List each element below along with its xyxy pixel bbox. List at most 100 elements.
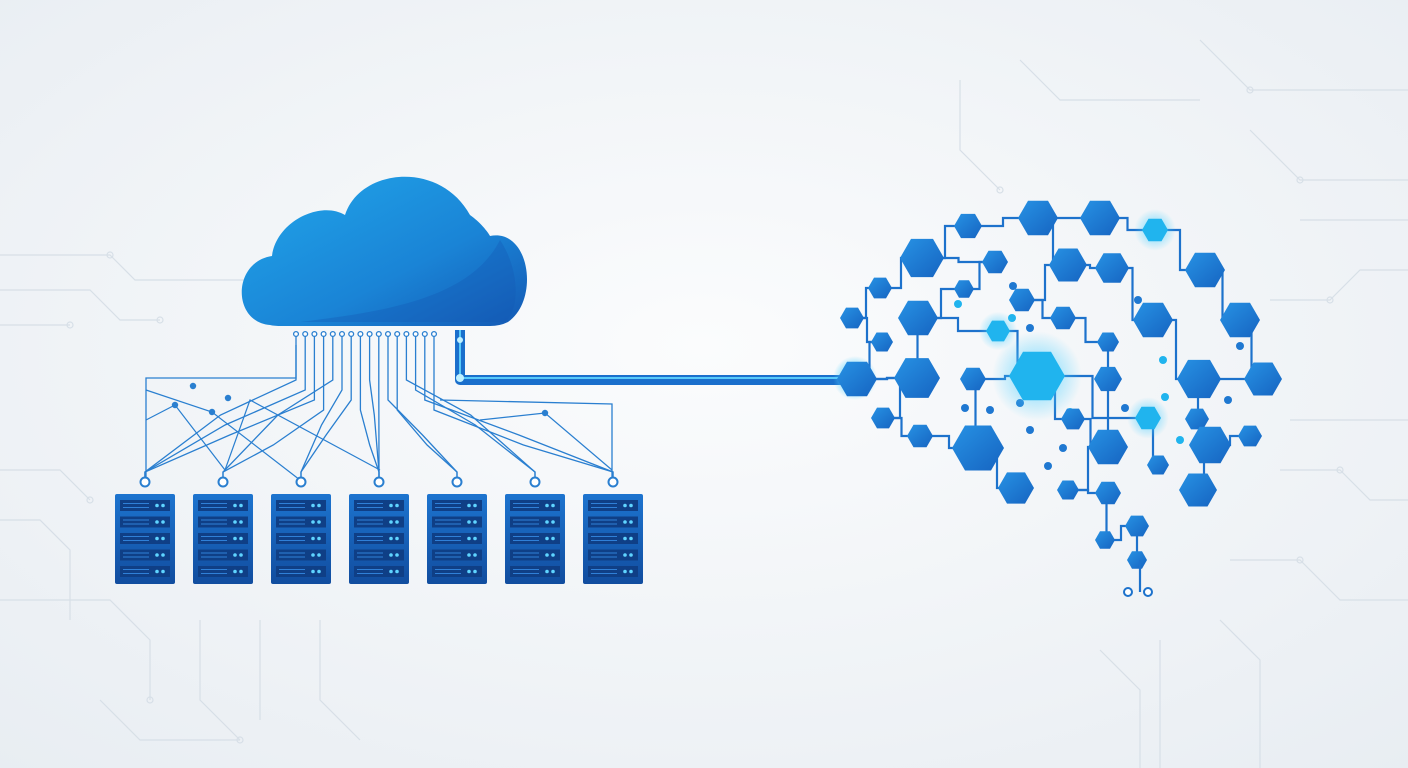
server-led <box>317 536 321 541</box>
neuron-hexagon <box>1049 248 1087 282</box>
neuron-dot <box>1026 426 1034 434</box>
server-led <box>233 520 237 524</box>
circuit-trace <box>145 399 381 472</box>
server-led <box>239 503 243 508</box>
server-led <box>311 536 315 541</box>
server-led <box>155 520 159 524</box>
neuron-hexagon <box>1097 332 1119 352</box>
server-led <box>545 569 549 574</box>
data-link-node <box>457 337 463 343</box>
trace-pin <box>320 330 327 338</box>
server-connector <box>607 476 619 488</box>
server-led <box>473 536 477 541</box>
hexagon-shape <box>1177 359 1221 399</box>
trace-pin <box>394 330 401 338</box>
hexagon-shape <box>1179 473 1217 507</box>
server-led <box>311 553 315 557</box>
server-slot <box>198 500 248 511</box>
server-slot <box>198 566 248 577</box>
server-led <box>317 503 321 508</box>
server-connector <box>295 476 307 488</box>
neuron-hexagon <box>1134 209 1176 251</box>
background-trace <box>0 289 160 321</box>
background-trace-node <box>1296 176 1304 184</box>
server-led <box>629 569 633 574</box>
neuron-hexagon <box>1238 425 1262 447</box>
server-led <box>545 553 549 557</box>
server-slot <box>276 500 326 511</box>
trace-pin <box>384 330 392 338</box>
background-trace-node <box>1246 86 1254 94</box>
neuron-hexagon <box>871 407 895 429</box>
data-link-node <box>456 374 464 382</box>
neuron-hexagon <box>871 332 893 352</box>
hexagon-shape <box>1057 480 1079 500</box>
server-led <box>467 536 471 541</box>
server-connector <box>373 476 385 488</box>
trace-pin <box>302 330 309 338</box>
server-led <box>317 553 321 557</box>
background-trace-node <box>236 736 244 744</box>
hexagon-shape <box>986 320 1010 342</box>
server-led <box>551 520 555 524</box>
server-led <box>239 553 243 557</box>
hexagon-shape <box>1009 288 1035 312</box>
hexagon-shape <box>1095 531 1115 549</box>
server-slot <box>276 516 326 528</box>
server-connector <box>139 476 151 488</box>
hexagon-shape <box>954 280 974 298</box>
background-trace <box>199 620 241 741</box>
server-led <box>473 553 477 557</box>
hexagon-shape <box>1095 481 1121 505</box>
neuron-hexagon <box>1088 429 1128 465</box>
trace-pin <box>329 330 336 338</box>
neuron-dot <box>1059 444 1067 452</box>
server-connector <box>529 476 541 488</box>
neuron-dot <box>1236 342 1244 350</box>
trace-junction <box>208 408 216 416</box>
trace-pin <box>366 330 373 338</box>
neuron-hexagon <box>837 361 877 397</box>
server-led <box>239 536 243 541</box>
server-slot <box>588 500 638 511</box>
server-rack-group <box>115 494 643 584</box>
server-slot <box>432 533 482 544</box>
neuron-hexagon <box>982 250 1008 274</box>
server-led <box>545 536 549 541</box>
hexagon-shape <box>1127 551 1147 569</box>
hexagon-shape <box>871 332 893 352</box>
server-led <box>239 569 243 574</box>
server-led <box>161 569 165 574</box>
server-led <box>233 553 237 557</box>
server-led <box>311 520 315 524</box>
server-led <box>473 503 477 508</box>
brain-network-icon <box>837 200 1282 597</box>
hexagon-shape <box>1142 218 1168 242</box>
hexagon-shape <box>1125 515 1149 537</box>
server-slot <box>432 549 482 561</box>
server-led <box>389 520 393 524</box>
background-trace-node <box>1336 466 1344 474</box>
hexagon-shape <box>1244 362 1282 396</box>
server-led <box>551 569 555 574</box>
neuron-hexagon <box>1147 455 1169 475</box>
server-slot <box>198 549 248 561</box>
server-slot <box>120 516 170 528</box>
server-led <box>467 503 471 508</box>
server-led <box>473 569 477 574</box>
hexagon-shape <box>1094 366 1122 392</box>
background-trace <box>319 620 361 741</box>
background-trace <box>0 519 71 620</box>
neuron-hexagon <box>1189 426 1231 464</box>
server-led <box>155 536 159 541</box>
hexagon-shape <box>982 250 1008 274</box>
neuron-hexagon <box>1095 481 1121 505</box>
hexagon-shape <box>1097 332 1119 352</box>
neuron-hexagon <box>907 424 933 448</box>
trace-pin <box>403 330 410 338</box>
neuron-dot <box>1026 324 1034 332</box>
server-slot <box>588 533 638 544</box>
server-led <box>545 520 549 524</box>
server-led <box>389 503 393 508</box>
